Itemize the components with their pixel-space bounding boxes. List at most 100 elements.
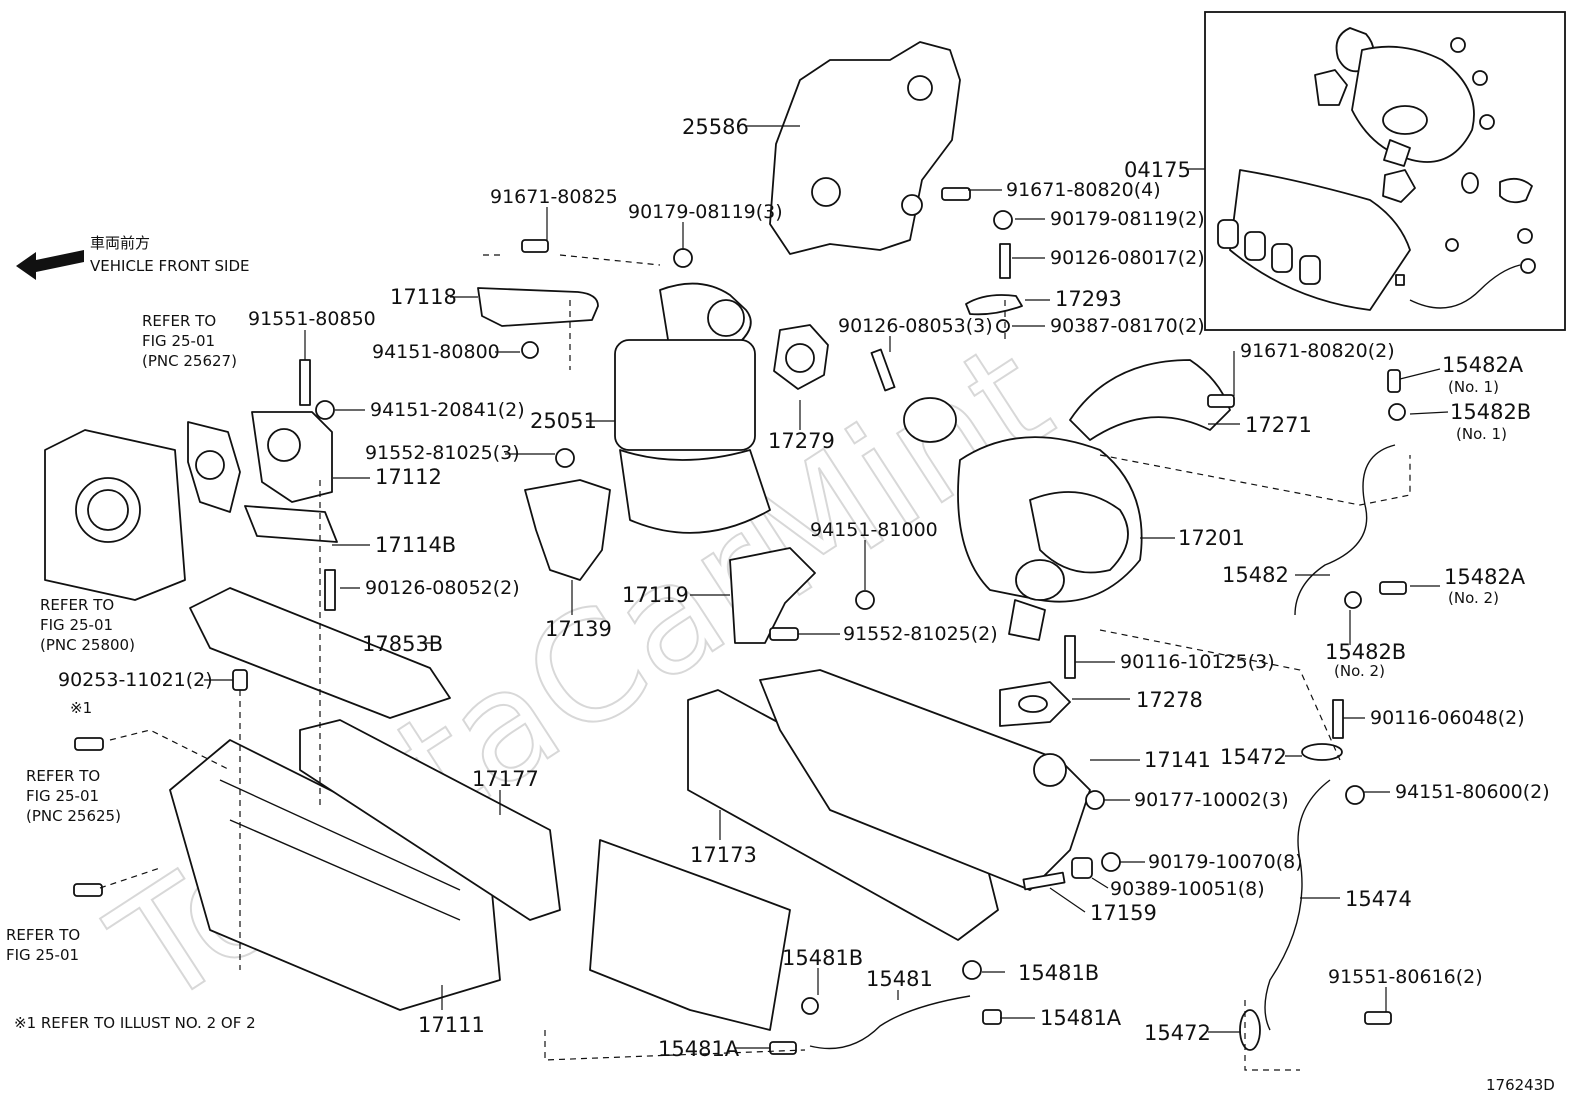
note-25625-line1: REFER TO	[26, 767, 100, 785]
heat-shield-25586	[769, 41, 961, 255]
insulator-17853B	[189, 587, 451, 719]
front-side-jp: 車両前方	[90, 234, 150, 252]
label-17159: 17159	[1090, 901, 1157, 925]
label-15481A-a: 15481A	[658, 1037, 740, 1061]
label-91551-80616-2: 91551-80616(2)	[1328, 966, 1483, 988]
label-90126-08052-2: 90126-08052(2)	[365, 577, 520, 599]
label-17119: 17119	[622, 583, 689, 607]
label-94151-20841-2: 94151-20841(2)	[370, 399, 525, 421]
label-91671-80820-4: 91671-80820(4)	[1006, 179, 1161, 201]
label-15482A-2: 15482A	[1444, 565, 1526, 589]
label-90126-08053-3: 90126-08053(3)	[838, 315, 993, 337]
catalytic-converter-25051	[614, 282, 771, 534]
label-91552-81025-2: 91552-81025(2)	[843, 623, 998, 645]
label-04175: 04175	[1124, 158, 1191, 182]
label-90116-10125-3: 90116-10125(3)	[1120, 651, 1275, 673]
note-25625-line2: FIG 25-01	[26, 787, 99, 805]
bracket-17118	[477, 287, 599, 327]
label-17278: 17278	[1136, 688, 1203, 712]
label-15482B-2: 15482B	[1325, 640, 1406, 664]
label-17111: 17111	[418, 1013, 485, 1037]
throttle-body-25800	[44, 429, 186, 601]
part-labels: 25586 04175 91671-80825 90179-08119(3) 9…	[58, 115, 1550, 1061]
label-15481B-b: 15481B	[1018, 961, 1099, 985]
note-25800-line2: FIG 25-01	[40, 616, 113, 634]
label-15482A-1: 15482A	[1442, 353, 1524, 377]
label-17114B: 17114B	[375, 533, 456, 557]
gasket-17114B	[244, 505, 338, 543]
label-15482: 15482	[1222, 563, 1289, 587]
intake-manifold-17111	[169, 739, 501, 1011]
label-17141: 17141	[1144, 748, 1211, 772]
label-17177: 17177	[472, 767, 539, 791]
label-91671-80825: 91671-80825	[490, 186, 618, 208]
gasket-15472-upper	[1301, 743, 1343, 761]
label-15482A-2-note: (No. 2)	[1448, 589, 1499, 607]
heat-insulator-17271	[1069, 359, 1231, 441]
label-17271: 17271	[1245, 413, 1312, 437]
pipe-15481	[809, 995, 971, 1050]
label-90179-10070-8: 90179-10070(8)	[1148, 851, 1303, 873]
note-25800-line3: (PNC 25800)	[40, 636, 135, 654]
gasket-17293	[965, 294, 1023, 316]
label-90177-10002-3: 90177-10002(3)	[1134, 789, 1289, 811]
label-17853B: 17853B	[362, 632, 443, 656]
label-90387-08170-2: 90387-08170(2)	[1050, 315, 1205, 337]
label-90126-08017-2: 90126-08017(2)	[1050, 247, 1205, 269]
label-91551-80850: 91551-80850	[248, 308, 376, 330]
label-17118: 17118	[390, 285, 457, 309]
label-15482A-1-note: (No. 1)	[1448, 378, 1499, 396]
label-91552-81025-3: 91552-81025(3)	[365, 442, 520, 464]
front-arrow-icon	[16, 250, 84, 280]
label-17293: 17293	[1055, 287, 1122, 311]
diagram-id: 176243D	[1486, 1076, 1555, 1094]
label-15482B-1-note: (No. 1)	[1456, 425, 1507, 443]
label-25586: 25586	[682, 115, 749, 139]
label-15481B-a: 15481B	[782, 946, 863, 970]
label-90179-08119-3: 90179-08119(3)	[628, 201, 783, 223]
note-25800-line1: REFER TO	[40, 596, 114, 614]
label-17139: 17139	[545, 617, 612, 641]
fasteners	[73, 187, 1407, 1055]
inset-assembly-view	[1204, 11, 1566, 331]
assembly-lines	[99, 254, 1411, 1071]
bracket-17139	[524, 479, 611, 581]
label-17279: 17279	[768, 429, 835, 453]
gasket-17177	[299, 719, 561, 921]
label-90253-11021-2: 90253-11021(2)	[58, 669, 213, 691]
oil-return-pipe-15474	[1264, 779, 1331, 1031]
gasket-15472-lower	[1239, 1009, 1261, 1051]
label-94151-80800: 94151-80800	[372, 341, 500, 363]
note-mark1: ※1	[70, 699, 92, 717]
reference-notes: REFER TO FIG 25-01 (PNC 25627) REFER TO …	[6, 312, 256, 1032]
label-94151-80600-2: 94151-80600(2)	[1395, 781, 1550, 803]
note-plain-line2: FIG 25-01	[6, 946, 79, 964]
label-15481: 15481	[866, 967, 933, 991]
note-25627-line1: REFER TO	[142, 312, 216, 330]
label-90389-10051-8: 90389-10051(8)	[1110, 878, 1265, 900]
label-15482B-2-note: (No. 2)	[1334, 662, 1385, 680]
label-25051: 25051	[530, 409, 597, 433]
label-15482B-1: 15482B	[1450, 400, 1531, 424]
oil-pipe-15482	[1294, 444, 1396, 616]
footnote: ※1 REFER TO ILLUST NO. 2 OF 2	[14, 1014, 256, 1032]
label-90116-06048-2: 90116-06048(2)	[1370, 707, 1525, 729]
note-25625-line3: (PNC 25625)	[26, 807, 121, 825]
exhaust-manifold-17141	[759, 669, 1091, 891]
note-25627-line3: (PNC 25627)	[142, 352, 237, 370]
leader-lines	[204, 125, 1449, 1049]
label-91671-80820-2: 91671-80820(2)	[1240, 340, 1395, 362]
turbocharger-17201	[903, 397, 1143, 641]
label-17112: 17112	[375, 465, 442, 489]
label-15472-lower: 15472	[1144, 1021, 1211, 1045]
label-15481A-b: 15481A	[1040, 1006, 1122, 1030]
front-side-en: VEHICLE FRONT SIDE	[90, 257, 250, 275]
label-90179-08119-2: 90179-08119(2)	[1050, 208, 1205, 230]
label-17201: 17201	[1178, 526, 1245, 550]
front-side-indicator: 車両前方 VEHICLE FRONT SIDE	[16, 234, 250, 280]
note-plain-line1: REFER TO	[6, 926, 80, 944]
label-15472-upper: 15472	[1220, 745, 1287, 769]
cylinder-head	[589, 839, 791, 1031]
label-94151-81000: 94151-81000	[810, 519, 938, 541]
